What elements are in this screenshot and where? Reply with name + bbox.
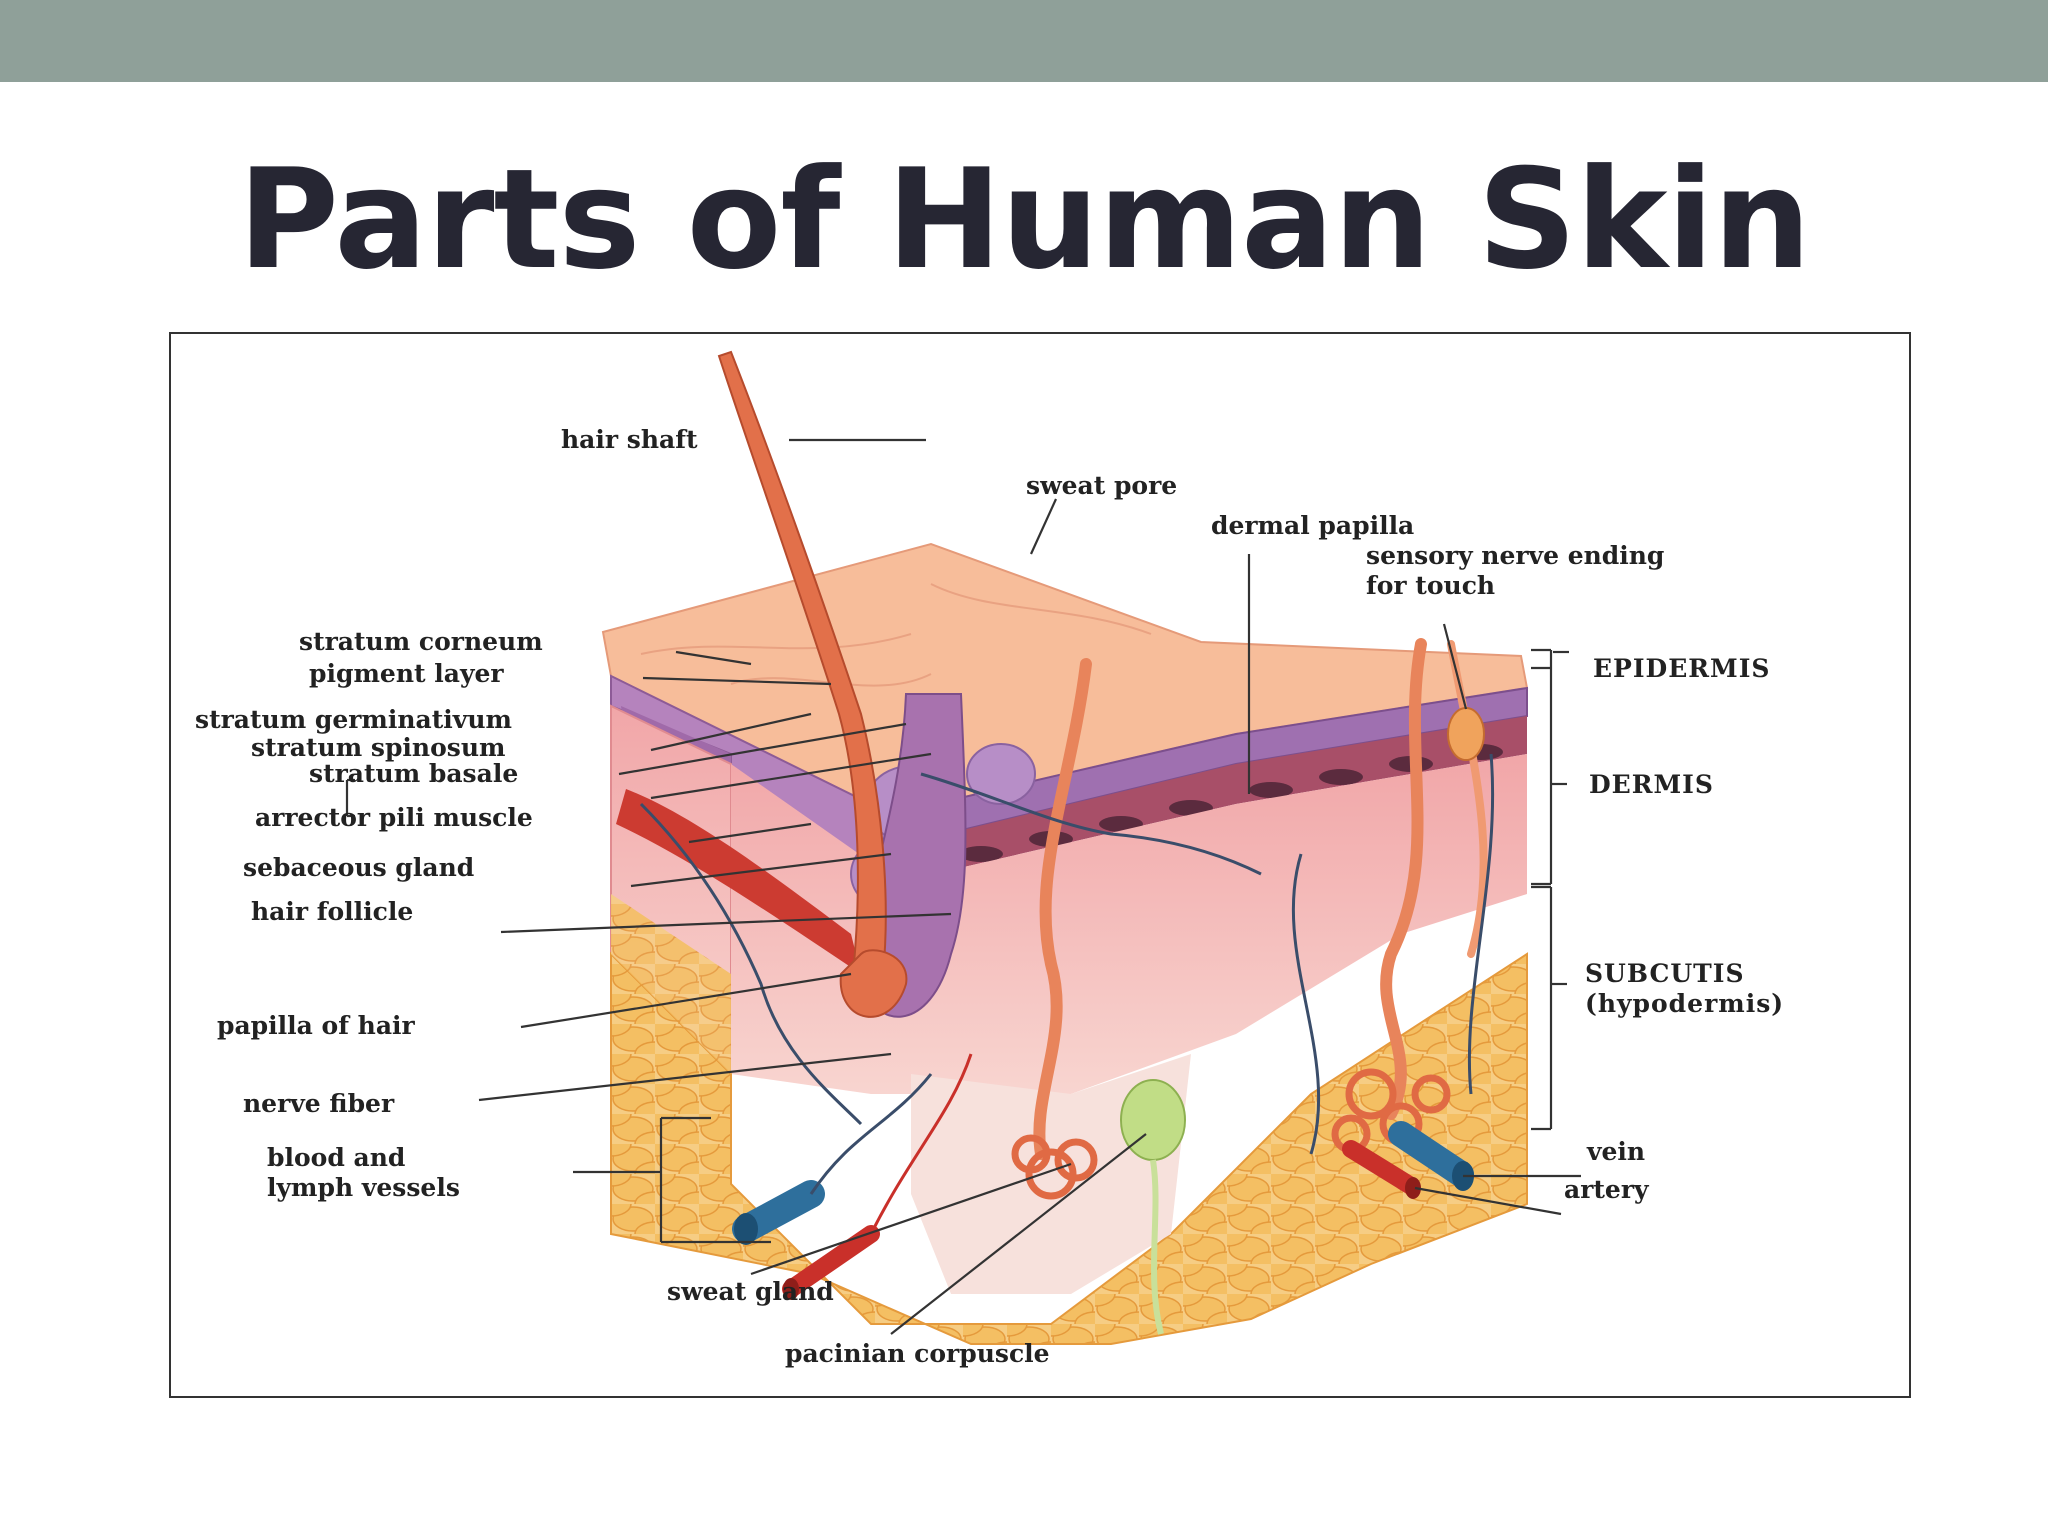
nerve-fiber-shape [639, 802, 863, 1126]
label-pacinian-corpuscle: pacinian corpuscle [785, 1339, 1050, 1368]
label-stratum-spinosum: stratum spinosum [251, 733, 505, 762]
label-stratum-corneum: stratum corneum [299, 627, 543, 656]
slide-title: Parts of Human Skin [237, 139, 1811, 300]
label-hair-follicle: hair follicle [251, 897, 413, 926]
label-hair-shaft: hair shaft [561, 425, 698, 454]
label-stratum-basale: stratum basale [309, 759, 518, 788]
label-arrector-pili-muscle: arrector pili muscle [255, 803, 533, 832]
label-dermis: DERMIS [1589, 770, 1714, 799]
label-artery: artery [1564, 1175, 1650, 1204]
label-pigment-layer: pigment layer [309, 659, 504, 688]
label-stratum-germinativum: stratum germinativum [195, 705, 512, 734]
label-sensory-nerve-line2: for touch [1366, 571, 1495, 600]
pacinian-corpuscle-shape [1120, 1079, 1186, 1161]
arrector-pili-muscle [616, 789, 861, 974]
label-sweat-gland: sweat gland [667, 1277, 834, 1306]
papilla-of-hair-shape [839, 949, 908, 1018]
diagram-labels: hair shaft sweat pore dermal papilla sen… [195, 425, 1784, 1368]
label-vein: vein [1586, 1137, 1645, 1166]
label-sebaceous-gland: sebaceous gland [243, 853, 474, 882]
subcutis-fat-layer [610, 951, 1528, 1345]
skin-cross-section-diagram: hair shaft sweat pore dermal papilla sen… [195, 350, 1784, 1368]
blood-vessels-right [1342, 1121, 1474, 1199]
blood-vessels-left [732, 1053, 973, 1300]
label-blood-lymph-line1: blood and [267, 1143, 405, 1172]
label-subcutis-line2: (hypodermis) [1585, 989, 1784, 1018]
label-epidermis: EPIDERMIS [1593, 654, 1770, 683]
skin-diagram-frame: hair shaft sweat pore dermal papilla sen… [169, 332, 1911, 1398]
sweat-gland-shape [1011, 1134, 1098, 1200]
label-sensory-nerve-line1: sensory nerve ending [1366, 541, 1664, 570]
label-sweat-pore: sweat pore [1026, 471, 1177, 500]
label-nerve-fiber: nerve fiber [243, 1089, 395, 1118]
label-papilla-of-hair: papilla of hair [217, 1011, 416, 1040]
top-accent-bar [0, 0, 2048, 82]
label-dermal-papilla: dermal papilla [1211, 511, 1414, 540]
label-subcutis-line1: SUBCUTIS [1585, 959, 1745, 988]
hair-follicle [859, 693, 967, 1018]
leader-lines [345, 438, 1581, 1335]
skin-block-illustration [601, 350, 1529, 1345]
label-blood-lymph-line2: lymph vessels [267, 1173, 460, 1202]
